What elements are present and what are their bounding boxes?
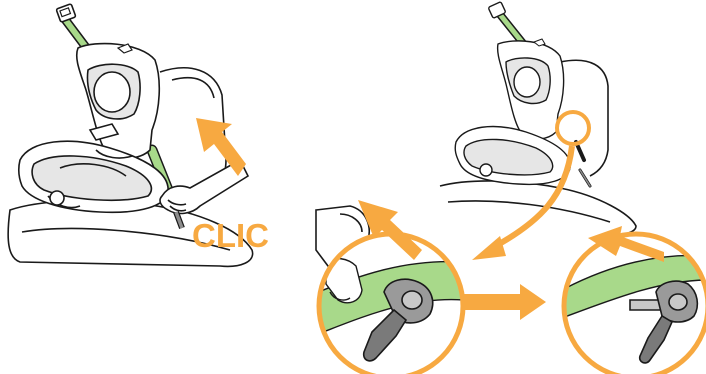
detail-before-panel	[316, 200, 464, 374]
detail-after-panel	[562, 226, 706, 374]
lock-highlight-circle	[557, 112, 589, 144]
child-car-seat-right	[455, 39, 570, 184]
transition-arrow-icon	[464, 284, 546, 320]
clic-label: CLIC	[192, 219, 269, 252]
child-car-seat	[19, 44, 168, 213]
right-panel	[440, 2, 636, 260]
pull-arrow-icon	[196, 118, 246, 176]
